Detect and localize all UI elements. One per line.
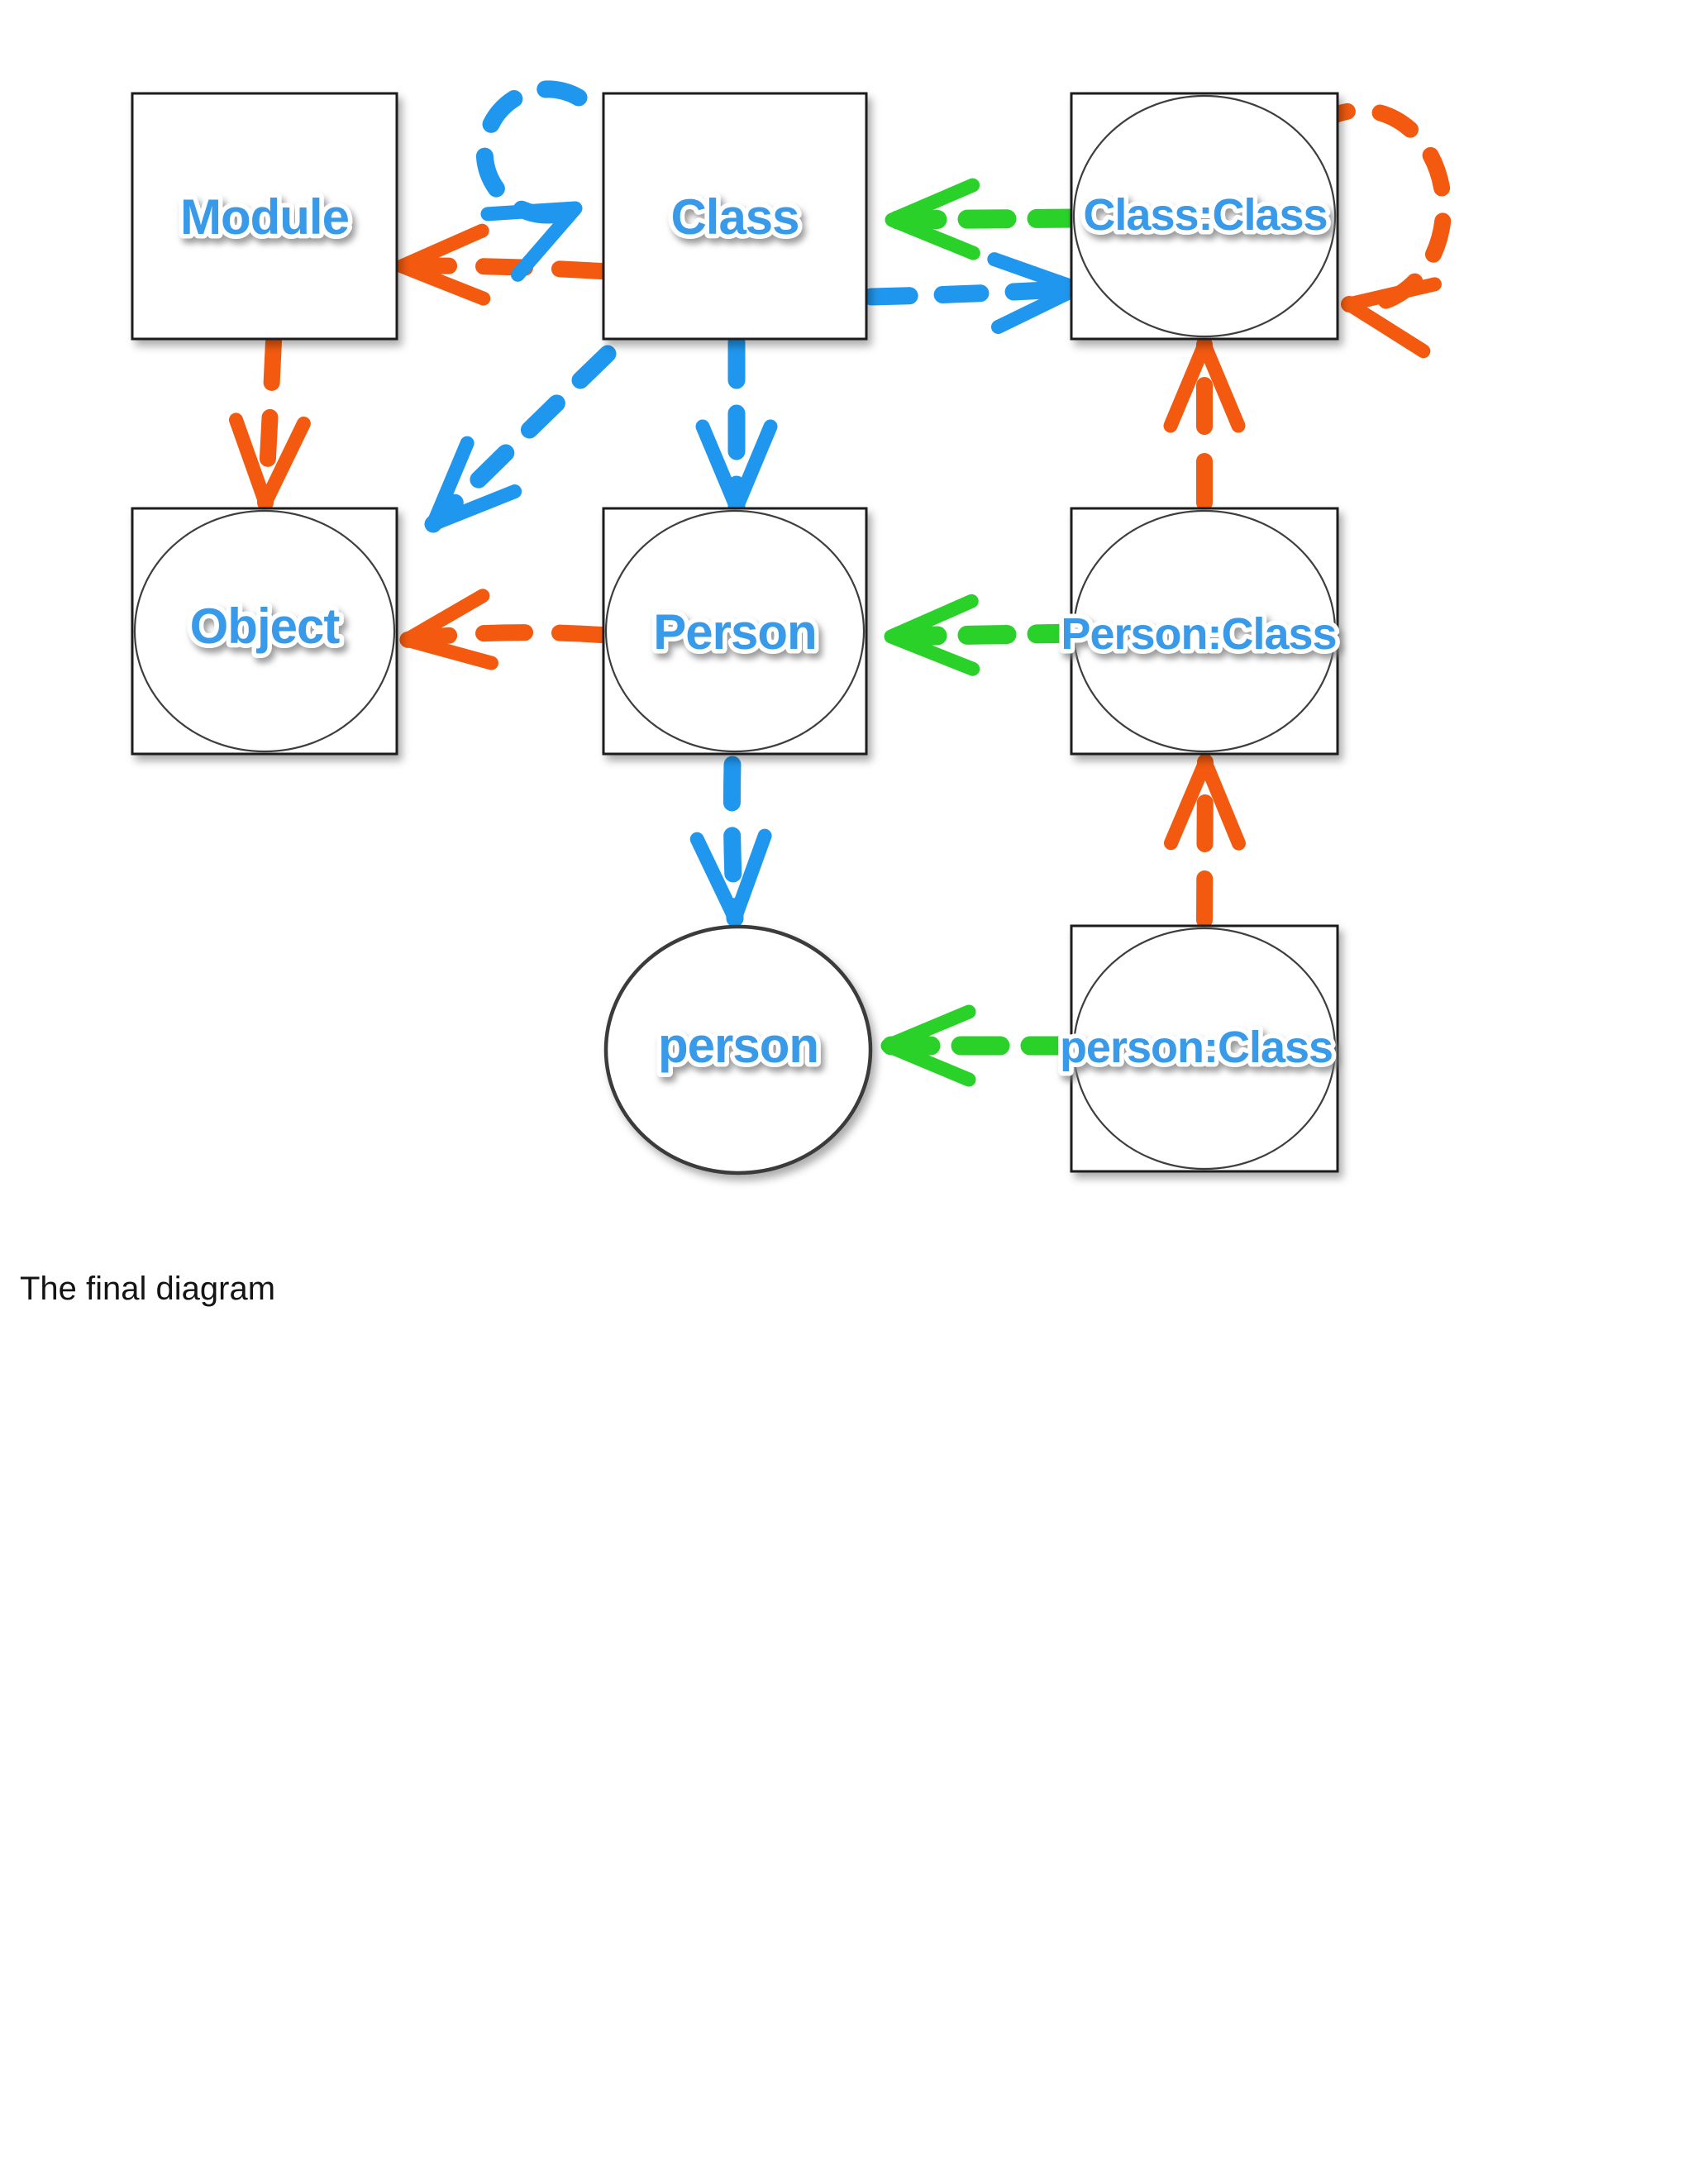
node-classclass: Class:Class [1070,92,1339,341]
edge-personinstclass-to-personclass [1163,754,1246,928]
class-label: Class [670,189,799,245]
person-box [602,507,868,756]
object-circle [133,509,396,753]
personinst-circle [603,924,873,1175]
edge-class-to-classclass [862,252,1086,335]
personclass-label: Person:Class [1061,609,1336,659]
personinst-label: person [658,1018,818,1073]
personclass-circle [1072,509,1337,753]
personinstclass-circle [1072,927,1337,1171]
module-box [131,92,398,341]
object-label: Object [190,598,341,654]
personinstclass-label: person:Class [1060,1023,1333,1072]
edge-classclass-to-class [882,178,1086,260]
node-object: Object [131,507,398,756]
edges [228,80,1452,1087]
edge-person-to-object [398,589,609,670]
object-model-diagram: Module Class Class:Class Object Person [131,80,1452,1175]
personclass-box [1070,507,1339,756]
personinstclass-box [1070,924,1339,1173]
edge-module-to-object [228,333,311,511]
edge-personclass-to-person [881,594,1086,676]
node-personinst: person [603,924,873,1175]
edge-class-to-object [424,345,617,533]
edge-class-to-module [393,223,609,306]
node-person: Person [602,507,868,756]
object-box [131,507,398,756]
edge-class-self-loop [475,80,588,282]
nodes: Module Class Class:Class Object Person [131,92,1342,1175]
class-box [602,92,868,341]
node-personinstclass: person:Class [1055,924,1339,1173]
person-label: Person [653,604,816,660]
module-label: Module [180,189,349,245]
caption: The final diagram [20,1271,276,1307]
node-class: Class [602,92,868,341]
classclass-circle [1072,94,1337,338]
node-personclass: Person:Class [1056,507,1342,756]
classclass-label: Class:Class [1083,190,1327,240]
classclass-box [1070,92,1339,341]
edge-person-to-personinst [689,756,772,927]
person-circle [604,509,866,753]
edge-classclass-self-loop [1308,102,1452,359]
node-module: Module [131,92,398,341]
